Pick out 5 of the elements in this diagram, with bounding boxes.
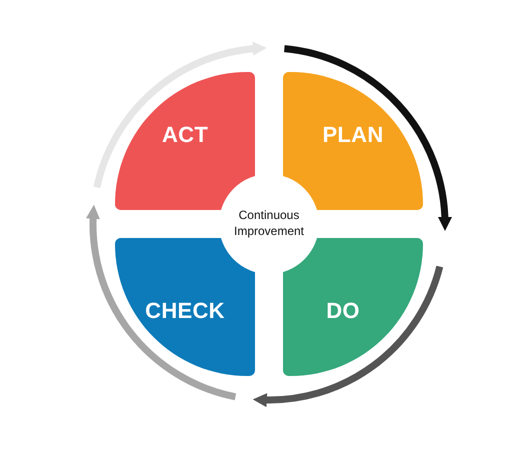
center-label: Continuous Improvement [232,208,306,240]
phase-label: CHECK [145,298,225,324]
phase-label: PLAN [322,122,384,148]
phase-label: ACT [162,122,208,148]
phase-label: DO [326,298,360,324]
